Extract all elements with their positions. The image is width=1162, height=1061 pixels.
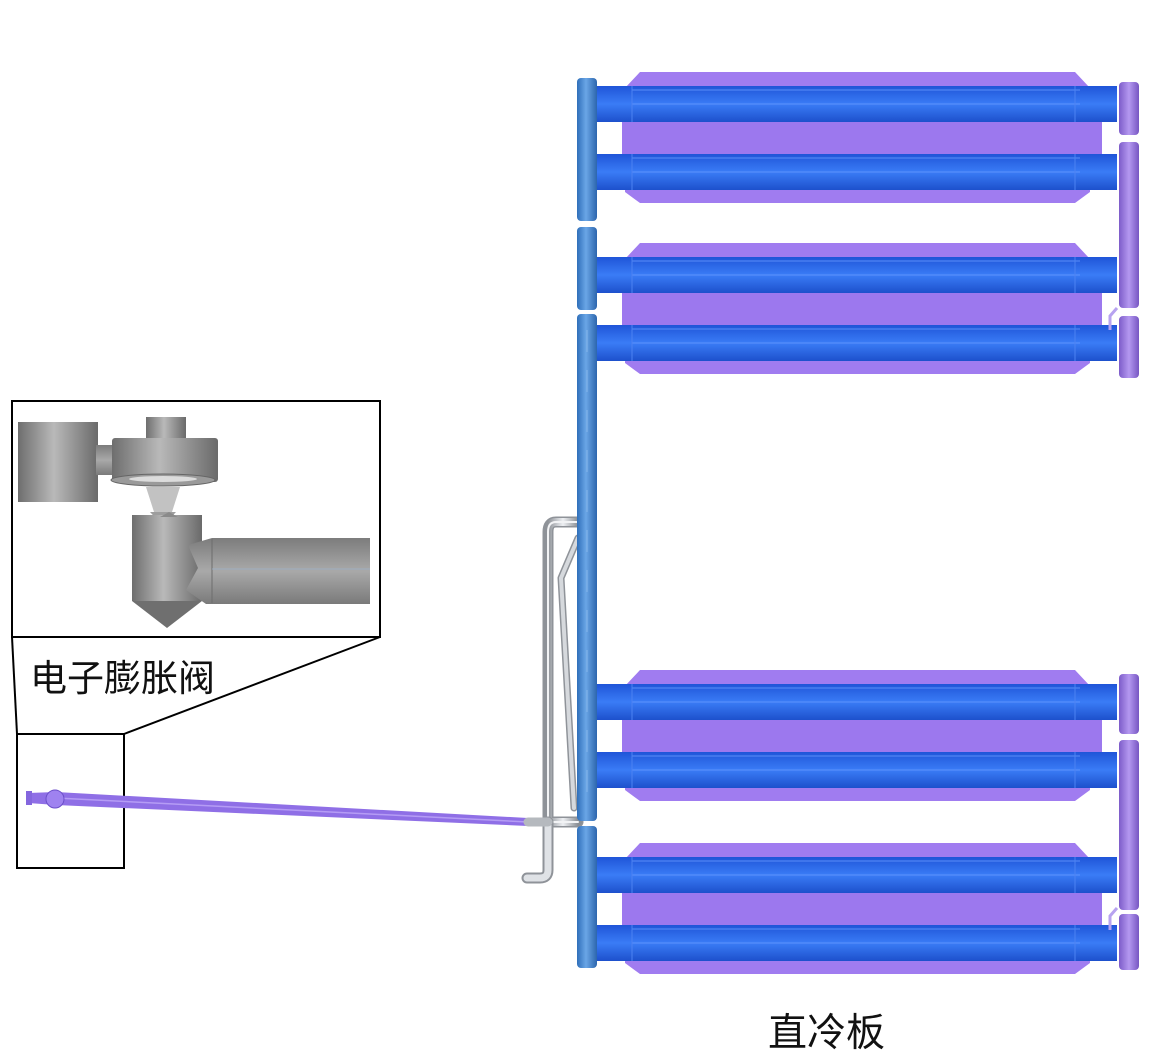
purple-plate-mid [622,293,1102,327]
callout-line-right [123,636,381,735]
gray-pipe [521,516,584,884]
right-header [1119,316,1139,378]
right-connector [1108,907,1119,930]
callout-line-left [11,636,18,735]
right-header [1119,674,1139,734]
right-connector [1108,307,1119,330]
cold-plate-icon [597,72,1139,974]
valve-label: 电子膨胀阀 [30,657,215,700]
expansion-valve-icon [18,417,370,628]
left-header [577,78,597,968]
right-header [1119,82,1139,135]
valve-detail-inset [11,400,381,638]
purple-plate-mid [622,122,1102,156]
right-header [1119,142,1139,308]
valve-node [45,789,65,809]
purple-plate-mid [622,893,1102,927]
inlet-line [26,789,529,826]
right-header [1119,740,1139,910]
purple-plate-mid [622,720,1102,754]
right-header [1119,914,1139,970]
plate-label: 直冷板 [768,1011,886,1056]
